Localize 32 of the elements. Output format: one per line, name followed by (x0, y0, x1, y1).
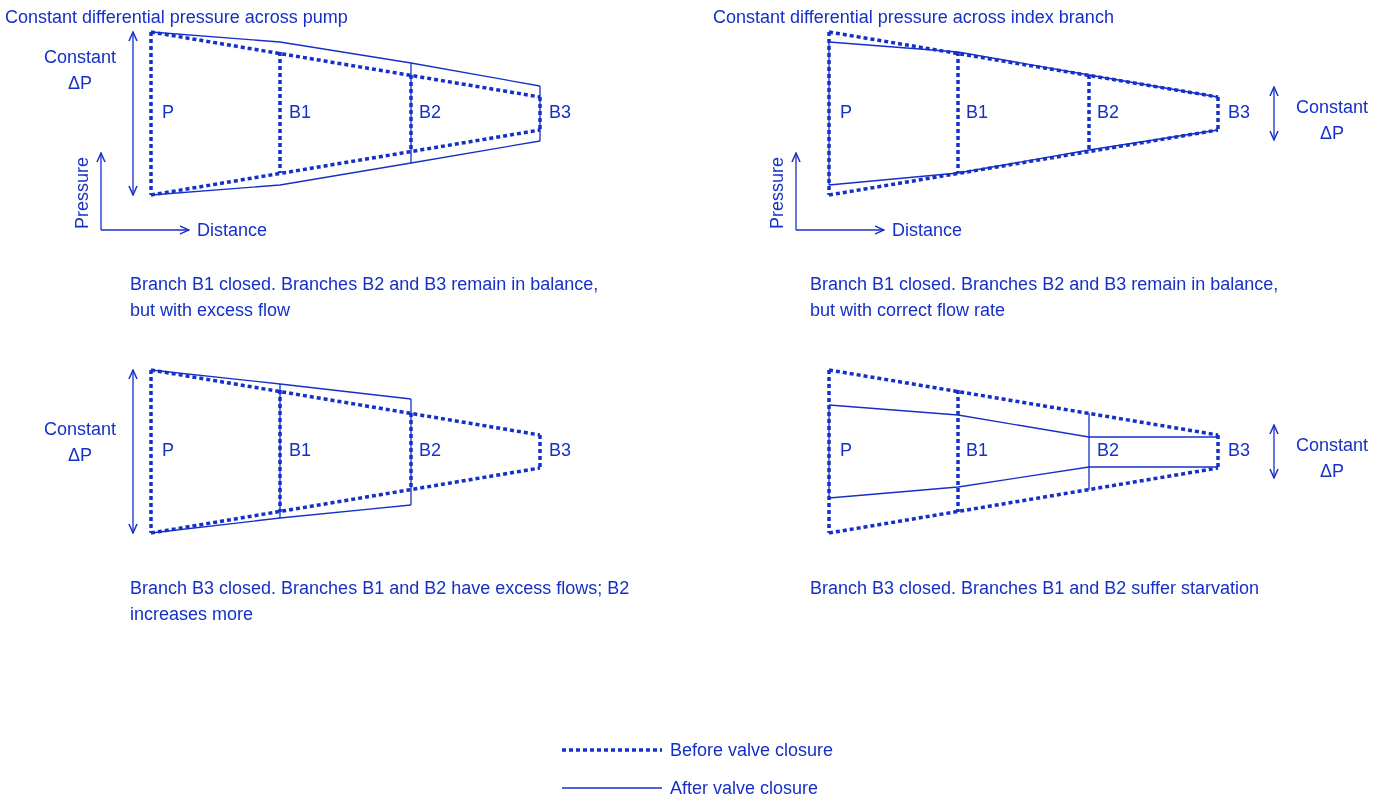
label-text: B3 (1228, 101, 1251, 124)
label-text: Constant ΔP (42, 46, 117, 95)
label-text: Distance (197, 219, 268, 242)
label-text: B1 (289, 439, 312, 462)
label-text: B1 (966, 101, 989, 124)
label-text: B3 (549, 101, 572, 124)
axis-label: Pressure (71, 157, 93, 229)
panel-title: Constant differential pressure across index branch (713, 6, 1114, 29)
label-text: Constant ΔP (42, 418, 117, 467)
label-text: B2 (1097, 101, 1120, 124)
legend-text: After valve closure (670, 777, 819, 800)
label-text: B1 (966, 439, 989, 462)
label-text: B3 (1228, 439, 1251, 462)
label-text: B1 (289, 101, 312, 124)
caption-text: Branch B1 closed. Branches B2 and B3 remain in balance, but with correct flow rate (810, 273, 1280, 322)
label-text: Constant ΔP (1294, 96, 1369, 145)
legend-text: Before valve closure (670, 739, 834, 762)
panel-title: Constant differential pressure across pump (5, 6, 348, 29)
label-text: B2 (419, 101, 442, 124)
label-text: P (162, 101, 174, 124)
label-text: P (840, 101, 852, 124)
caption-text: Branch B3 closed. Branches B1 and B2 have excess flows; B2 increases more (130, 577, 631, 626)
caption-text: Branch B3 closed. Branches B1 and B2 suffer starvation (810, 577, 1260, 600)
label-text: Distance (892, 219, 963, 242)
axis-label: Pressure (766, 157, 788, 229)
label-text: P (162, 439, 174, 462)
label-text: B2 (1097, 439, 1120, 462)
label-text: B3 (549, 439, 572, 462)
label-text: P (840, 439, 852, 462)
caption-text: Branch B1 closed. Branches B2 and B3 remain in balance, but with excess flow (130, 273, 600, 322)
label-text: B2 (419, 439, 442, 462)
label-text: Constant ΔP (1294, 434, 1369, 483)
